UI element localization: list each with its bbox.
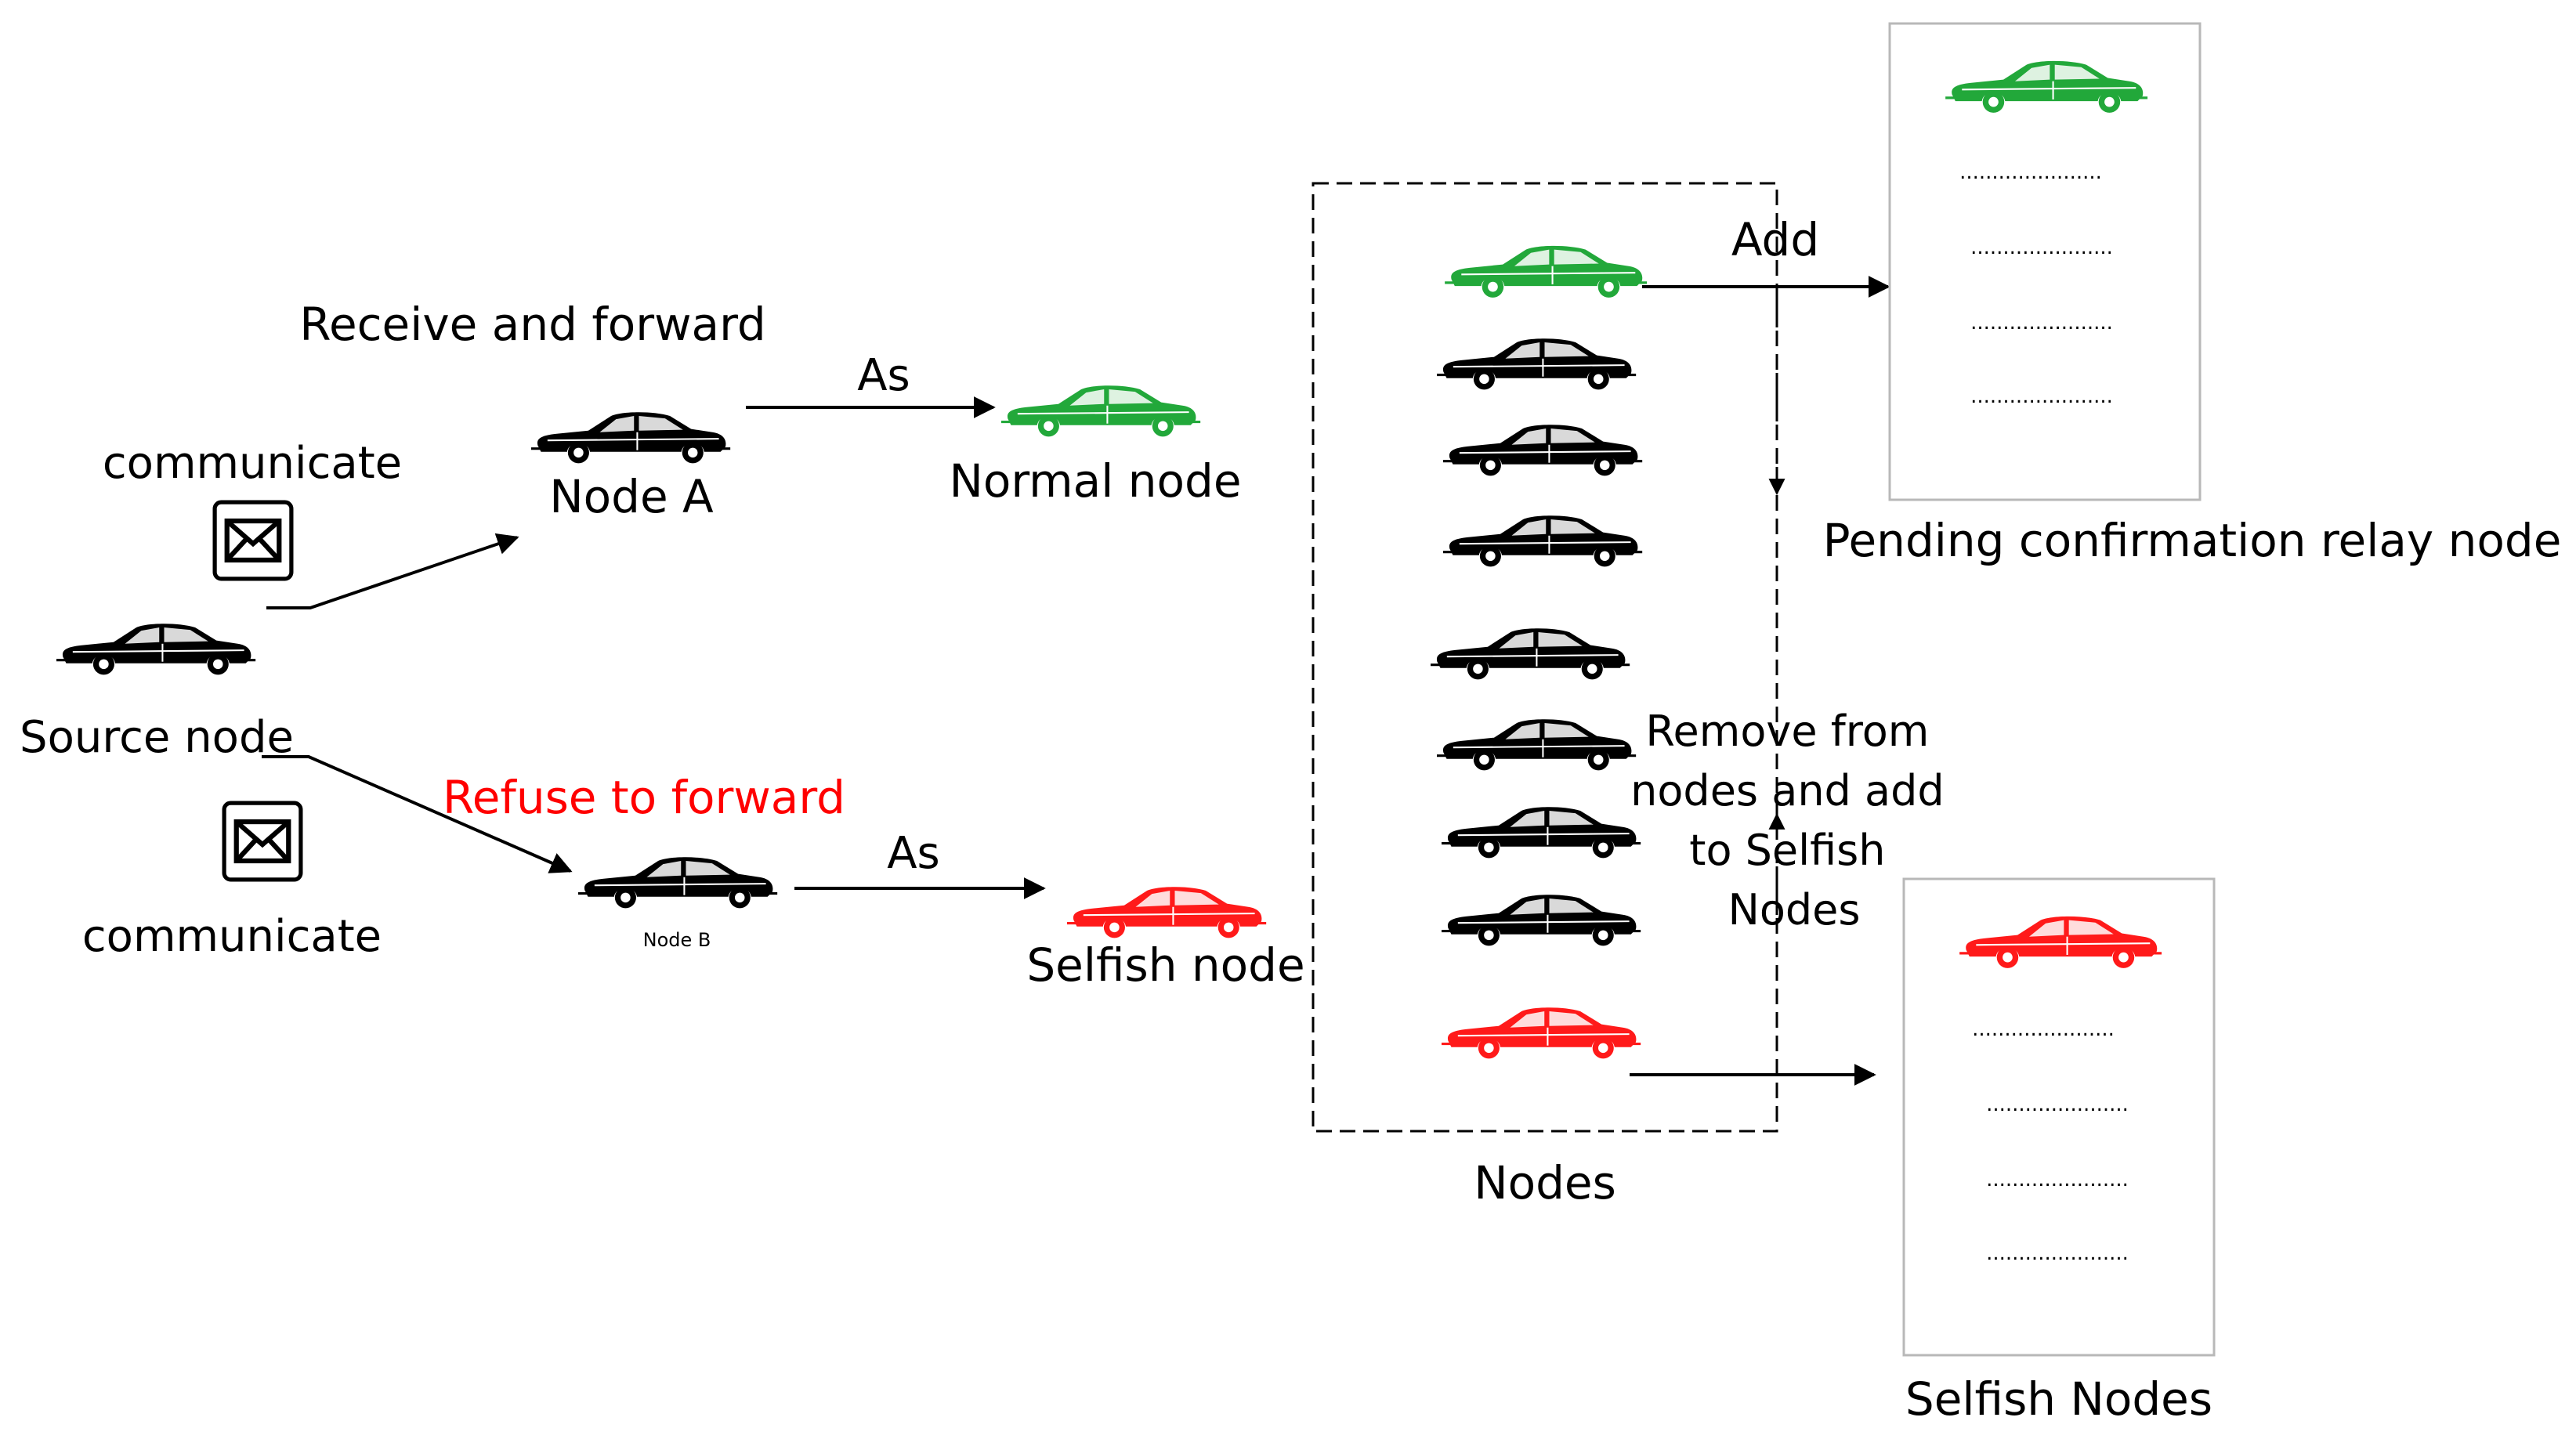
nodes-car-icon: [1440, 893, 1642, 947]
nodes-car-icon: [1429, 627, 1631, 681]
pending-list-box: [1888, 22, 2202, 501]
pending-caption: Pending confirmation relay node: [1823, 514, 2562, 567]
as-bottom-label: As: [887, 828, 939, 879]
selfish-caption: Selfish Nodes: [1905, 1372, 2212, 1426]
selfish-list-box: [1902, 877, 2216, 1357]
node-a-label: Node A: [549, 470, 714, 523]
as-top-label: As: [857, 350, 910, 401]
nodes-car-icon: [1435, 337, 1637, 391]
nodes-car-icon: [1440, 805, 1642, 859]
source-node-label: Source node: [20, 712, 294, 763]
nodes-car-icon: [1442, 514, 1644, 568]
nodes-car-red-icon: [1440, 1006, 1642, 1060]
selfish-node-label: Selfish node: [1026, 938, 1304, 992]
node-a-car-icon: [530, 410, 732, 465]
source-to-node-a-arrow: [266, 533, 519, 609]
normal-node-car-icon: [1000, 384, 1202, 438]
communicate-bottom-label: communicate: [82, 911, 382, 962]
source-node-car-icon: [55, 622, 257, 676]
selfish-node-car-icon: [1065, 885, 1268, 939]
normal-node-label: Normal node: [949, 454, 1241, 508]
nodes-caption: Nodes: [1474, 1156, 1616, 1209]
nodes-car-green-icon: [1443, 244, 1648, 299]
pending-dotted-line: ......................: [1970, 385, 2113, 408]
source-to-node-b-arrow: [262, 755, 573, 873]
selfish-dotted-line: ......................: [1986, 1093, 2129, 1116]
communicate-top-label: communicate: [103, 438, 402, 489]
receive-and-forward-label: Receive and forward: [299, 298, 765, 351]
selfish-dotted-line: ......................: [1972, 1018, 2115, 1041]
envelope-top-icon: [215, 502, 291, 579]
selfish-dotted-line: ......................: [1986, 1242, 2129, 1265]
pending-dotted-line: ......................: [1970, 311, 2113, 334]
pending-dotted-line: ......................: [1970, 236, 2113, 259]
nodes-car-icon: [1442, 423, 1644, 477]
node-b-label: Node B: [643, 929, 711, 951]
selfish-dotted-line: ......................: [1986, 1168, 2129, 1191]
envelope-bottom-icon: [224, 803, 301, 880]
pending-dotted-line: ......................: [1959, 161, 2102, 184]
add-label: Add: [1731, 213, 1819, 266]
node-b-car-icon: [577, 855, 779, 909]
nodes-car-icon: [1435, 718, 1637, 772]
remove-from-nodes-label: Remove from nodes and add to Selfish Nod…: [1630, 707, 1958, 935]
refuse-to-forward-label: Refuse to forward: [443, 771, 845, 824]
